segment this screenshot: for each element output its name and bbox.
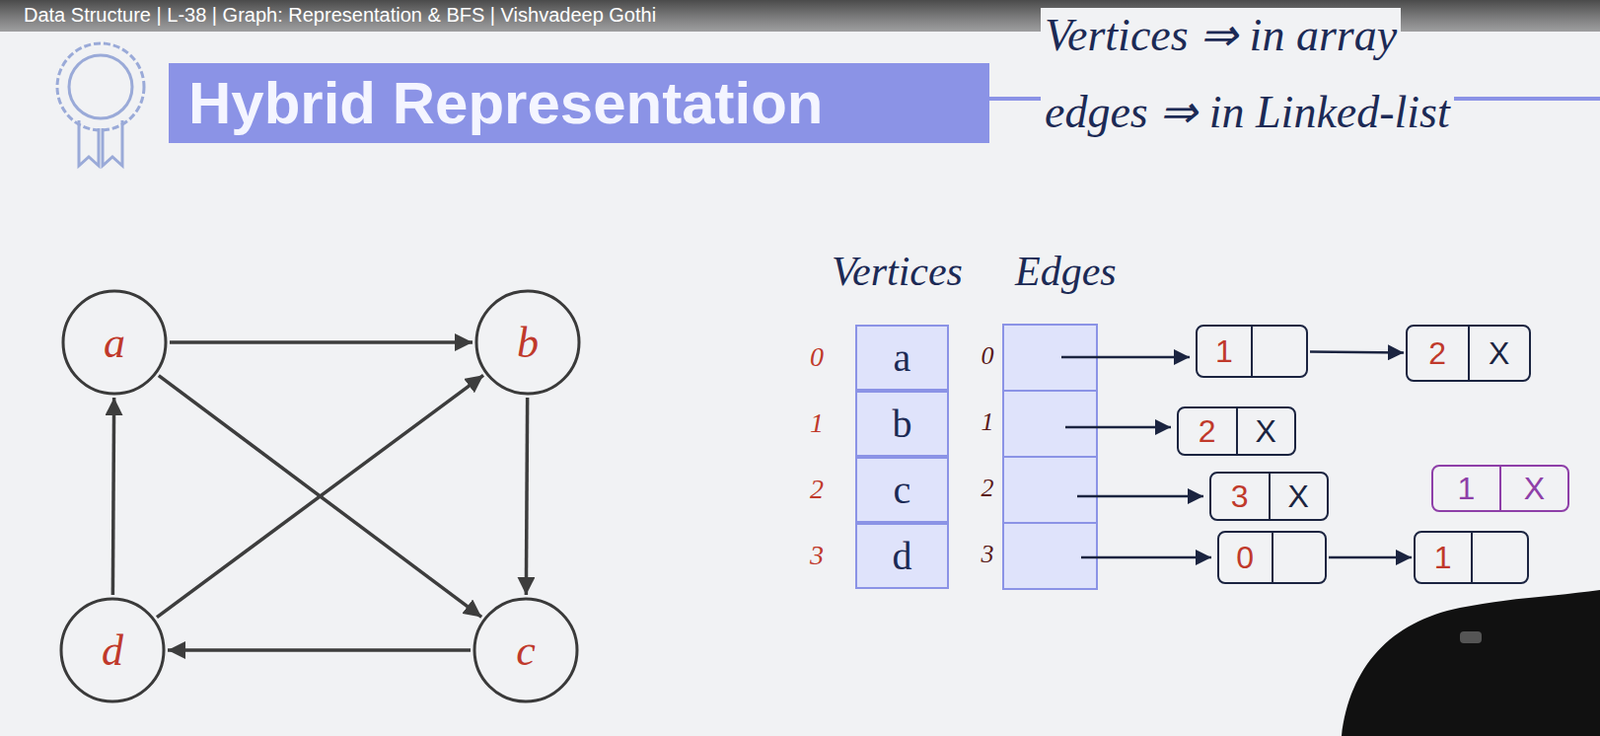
list-next-cell (1470, 532, 1528, 582)
list-next-cell: X (1268, 473, 1328, 519)
array-index: 0 (802, 340, 831, 374)
array-index: 0 (975, 340, 1000, 371)
list-node: 3X (1209, 471, 1329, 521)
graph-edge-arrow (167, 648, 471, 653)
vertex-array-cell: d (855, 522, 949, 589)
array-index: 3 (975, 538, 1000, 570)
adjacent-index: 1 (1434, 539, 1453, 577)
head-pointers (1061, 357, 1212, 558)
adjacent-index: 3 (1231, 478, 1249, 515)
vertex-outline (61, 598, 164, 702)
null-pointer: X (1255, 413, 1277, 450)
vertex-outline (63, 290, 166, 394)
list-next-cell: X (1236, 408, 1296, 454)
handwritten-note: edges ⇒ in Linked-list (1040, 84, 1455, 140)
null-pointer: X (1488, 335, 1510, 372)
graph-edge-arrow (169, 340, 473, 345)
vertex-letter: c (515, 625, 536, 676)
list-next-cell (1250, 326, 1307, 376)
head-pointer-arrow (1081, 556, 1212, 560)
vertex-array-cell: a (855, 324, 949, 391)
array-index: 2 (975, 472, 1000, 504)
list-node: 2X (1176, 406, 1297, 456)
vertex-letter: d (101, 625, 124, 676)
array-index: 2 (802, 472, 831, 507)
edge-array (1003, 324, 1097, 589)
list-link-arrow (1328, 556, 1412, 560)
list-node: 2X (1405, 324, 1531, 382)
list-value-cell: 3 (1211, 473, 1269, 519)
null-pointer: X (1288, 478, 1310, 515)
array-index: 1 (802, 406, 831, 440)
vertex-name: c (893, 466, 912, 513)
graph-vertex: c (472, 596, 580, 704)
list-value-cell: 2 (1178, 408, 1237, 454)
graph-vertex: a (61, 289, 168, 396)
list-node: 1 (1195, 324, 1309, 378)
list-value-cell: 1 (1433, 466, 1500, 510)
graph-vertex: d (59, 596, 166, 704)
graph-edge-arrow (156, 374, 484, 617)
null-pointer: X (1524, 470, 1545, 508)
head-pointer-arrow (1061, 356, 1190, 360)
edge-cell (1003, 522, 1097, 589)
array-index: 1 (975, 406, 1000, 437)
vertex-name: d (892, 532, 913, 580)
adjacent-index: 1 (1215, 333, 1234, 370)
vertex-name: a (893, 334, 912, 381)
video-title: Data Structure | L-38 | Graph: Represent… (23, 2, 656, 27)
adjacent-index: 2 (1198, 413, 1217, 450)
head-pointer-arrow (1077, 495, 1204, 499)
array-index: 3 (802, 538, 831, 573)
list-next-cell: X (1467, 326, 1530, 380)
adjacent-index: 0 (1236, 539, 1254, 577)
title-highlight: Hybrid Representation (168, 63, 990, 144)
adjacent-index: 1 (1457, 470, 1476, 508)
list-next-cell: X (1499, 466, 1568, 510)
graph-edge-arrow (112, 397, 114, 595)
column-heading: Edges (1015, 246, 1117, 296)
column-heading: Vertices (831, 246, 963, 296)
list-next-cell (1271, 532, 1326, 582)
vertex-array-cell: c (855, 456, 949, 523)
presenter-silhouette (1341, 589, 1600, 736)
vertex-outline (474, 598, 578, 702)
vertex-letter: a (103, 317, 126, 368)
head-pointer-arrow (1065, 426, 1171, 430)
list-value-cell: 2 (1407, 326, 1468, 380)
edge-cell (1003, 390, 1097, 457)
edge-cell (1003, 456, 1097, 523)
list-node: 0 (1217, 530, 1327, 584)
vertex-outline (476, 290, 580, 394)
vertex-letter: b (516, 317, 539, 368)
microphone-clip (1459, 631, 1482, 644)
handwritten-note: Vertices ⇒ in array (1040, 7, 1401, 63)
adjacent-index: 2 (1428, 335, 1447, 372)
list-node: 1X (1431, 464, 1570, 512)
vertex-name: b (892, 400, 913, 447)
list-value-cell: 0 (1219, 532, 1272, 582)
graph-vertex: b (474, 289, 582, 396)
badge-icon (57, 43, 145, 166)
list-link-arrow (1309, 350, 1404, 354)
slide-title: Hybrid Representation (188, 69, 823, 138)
list-node: 1 (1413, 530, 1529, 584)
graph-edge-arrow (525, 397, 527, 595)
list-value-cell: 1 (1197, 326, 1251, 376)
vertex-array-cell: b (855, 390, 949, 457)
list-value-cell: 1 (1415, 532, 1471, 582)
